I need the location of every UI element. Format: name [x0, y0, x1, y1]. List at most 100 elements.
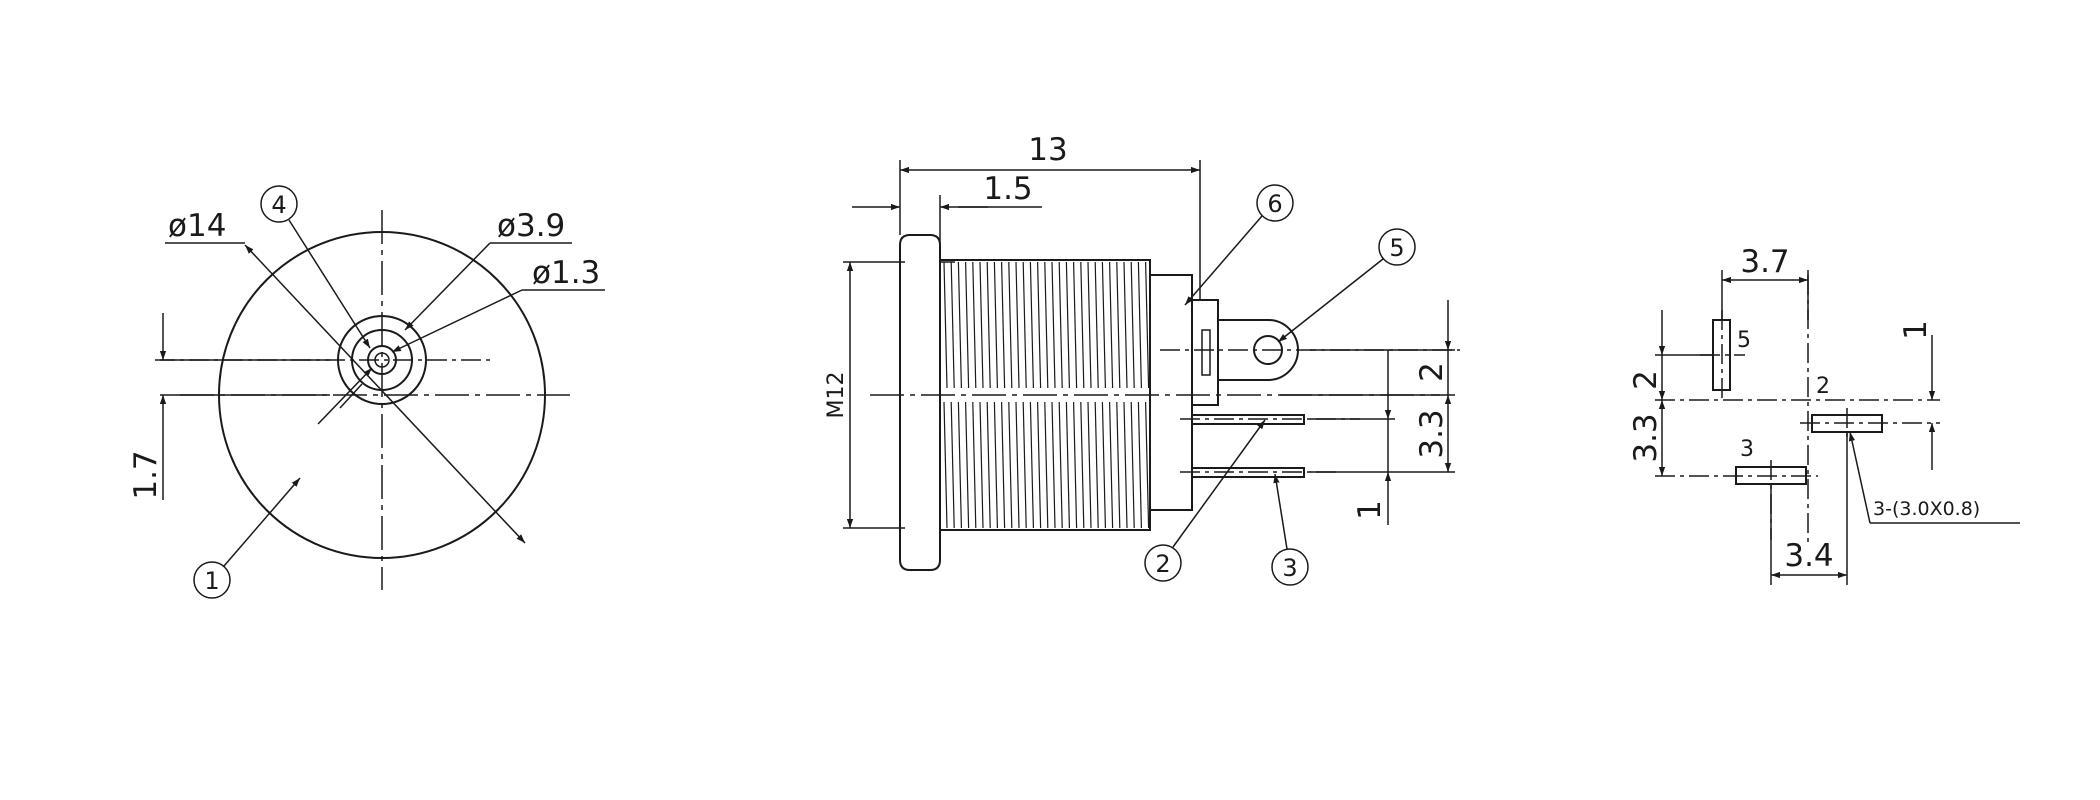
thread-line [943, 401, 948, 529]
thread-line [1145, 261, 1150, 389]
thread-line [1130, 401, 1135, 529]
callout-6-label: 6 [1267, 190, 1282, 218]
dim-pad5-label: 2 [1628, 370, 1664, 390]
thread-line [979, 261, 984, 389]
dim-pin-leader-tail [317, 367, 373, 425]
callout-6-bubble [1256, 184, 1294, 222]
thread-line [1051, 401, 1056, 529]
side-view: 13 1.5 M12 2 3.3 1 6 5 2 [824, 132, 1460, 586]
rear-cap [1191, 299, 1219, 406]
thread-line [1087, 261, 1092, 389]
dim-hole-leader [404, 242, 491, 331]
dim-hole-leader-tail [339, 383, 363, 409]
thread-line [957, 261, 962, 389]
dim-hole-label: ø3.9 [497, 208, 565, 244]
thread-line [950, 401, 955, 529]
callout-4-leader [288, 219, 371, 349]
callout-3-leader [1273, 473, 1288, 550]
thread-line [1145, 401, 1150, 529]
thread-line [1137, 401, 1142, 529]
callout-6-leader [1184, 215, 1263, 306]
thread-line [1008, 261, 1013, 389]
callout-2-label: 2 [1155, 550, 1170, 578]
thread-line [986, 261, 991, 389]
dim-3-7-label: 3.7 [1740, 244, 1789, 280]
pad-note-label: 3-(3.0X0.8) [1873, 498, 1980, 520]
dim-offset-label: 1.7 [128, 450, 164, 499]
pcb-layout: 5 2 3 3.7 2 3.3 1 3.4 3-(3.0X0.8) [1628, 244, 2020, 585]
thread-line [1015, 261, 1020, 389]
callout-5-bubble [1378, 228, 1416, 266]
thread-line [972, 401, 977, 529]
thread-line [1137, 261, 1142, 389]
thread-line [1008, 401, 1013, 529]
dim-tab-to-center-label: 2 [1414, 362, 1450, 382]
thread-line [1029, 261, 1034, 389]
callout-3-bubble [1271, 548, 1309, 586]
thread-line [1073, 261, 1078, 389]
dim-pin-leader [391, 289, 523, 353]
dim-pin2-to-pin3-label: 1 [1352, 500, 1388, 520]
dim-pad3-label: 3.3 [1628, 413, 1664, 462]
thread-line [1065, 261, 1070, 389]
thread-line [993, 401, 998, 529]
callout-2-bubble [1144, 544, 1182, 582]
thread-line [957, 401, 962, 529]
dim-flange-label: 1.5 [983, 171, 1032, 207]
dim-thread-label: M12 [824, 372, 849, 419]
callout-5-leader [1277, 258, 1384, 343]
flange-outline [899, 234, 941, 571]
dim-outer-diameter-line [244, 244, 526, 544]
thread-line [1116, 401, 1121, 529]
thread-line [986, 401, 991, 529]
thread-line [1094, 401, 1099, 529]
thread-line [1044, 261, 1049, 389]
thread-line [965, 401, 970, 529]
thread-line [1094, 261, 1099, 389]
thread-line [1044, 401, 1049, 529]
thread-line [1123, 261, 1128, 389]
dim-length-label: 13 [1028, 132, 1067, 168]
thread-line [1130, 261, 1135, 389]
dim-pad2-label: 1 [1898, 320, 1934, 340]
thread-line [993, 261, 998, 389]
callout-1-bubble [193, 561, 231, 599]
dim-center-to-pin3-label: 3.3 [1414, 409, 1450, 458]
thread-lines [943, 261, 1150, 529]
pad-5-label: 5 [1737, 328, 1751, 353]
thread-line [1065, 401, 1070, 529]
thread-line [1029, 401, 1034, 529]
front-view: 1.7 ø14 ø3.9 ø1.3 4 1 [128, 185, 605, 599]
thread-line [950, 261, 955, 389]
thread-line [965, 261, 970, 389]
thread-line [1080, 401, 1085, 529]
dim-pin-label: ø1.3 [532, 255, 600, 291]
callout-2-leader [1172, 419, 1266, 548]
tab-terminal [1217, 319, 1299, 381]
pad-3-label: 3 [1740, 437, 1754, 462]
thread-line [1001, 261, 1006, 389]
thread-line [1087, 401, 1092, 529]
thread-line [1109, 261, 1114, 389]
thread-line [1080, 261, 1085, 389]
thread-line [1037, 401, 1042, 529]
callout-3-label: 3 [1282, 554, 1297, 582]
dim-outer-label: ø14 [168, 208, 226, 244]
pad-2-label: 2 [1816, 374, 1830, 399]
thread-line [1051, 261, 1056, 389]
thread-line [1058, 401, 1063, 529]
thread-line [1058, 261, 1063, 389]
thread-line [1073, 401, 1078, 529]
thread-line [1001, 401, 1006, 529]
thread-line [1022, 401, 1027, 529]
thread-line [1101, 401, 1106, 529]
thread-line [1116, 261, 1121, 389]
thread-line [1022, 261, 1027, 389]
thread-line [1101, 261, 1106, 389]
callout-4-bubble [260, 185, 298, 223]
rear-cap-inner [1201, 329, 1211, 376]
thread-line [1123, 401, 1128, 529]
thread-line [1109, 401, 1114, 529]
callout-1-leader [223, 477, 301, 567]
